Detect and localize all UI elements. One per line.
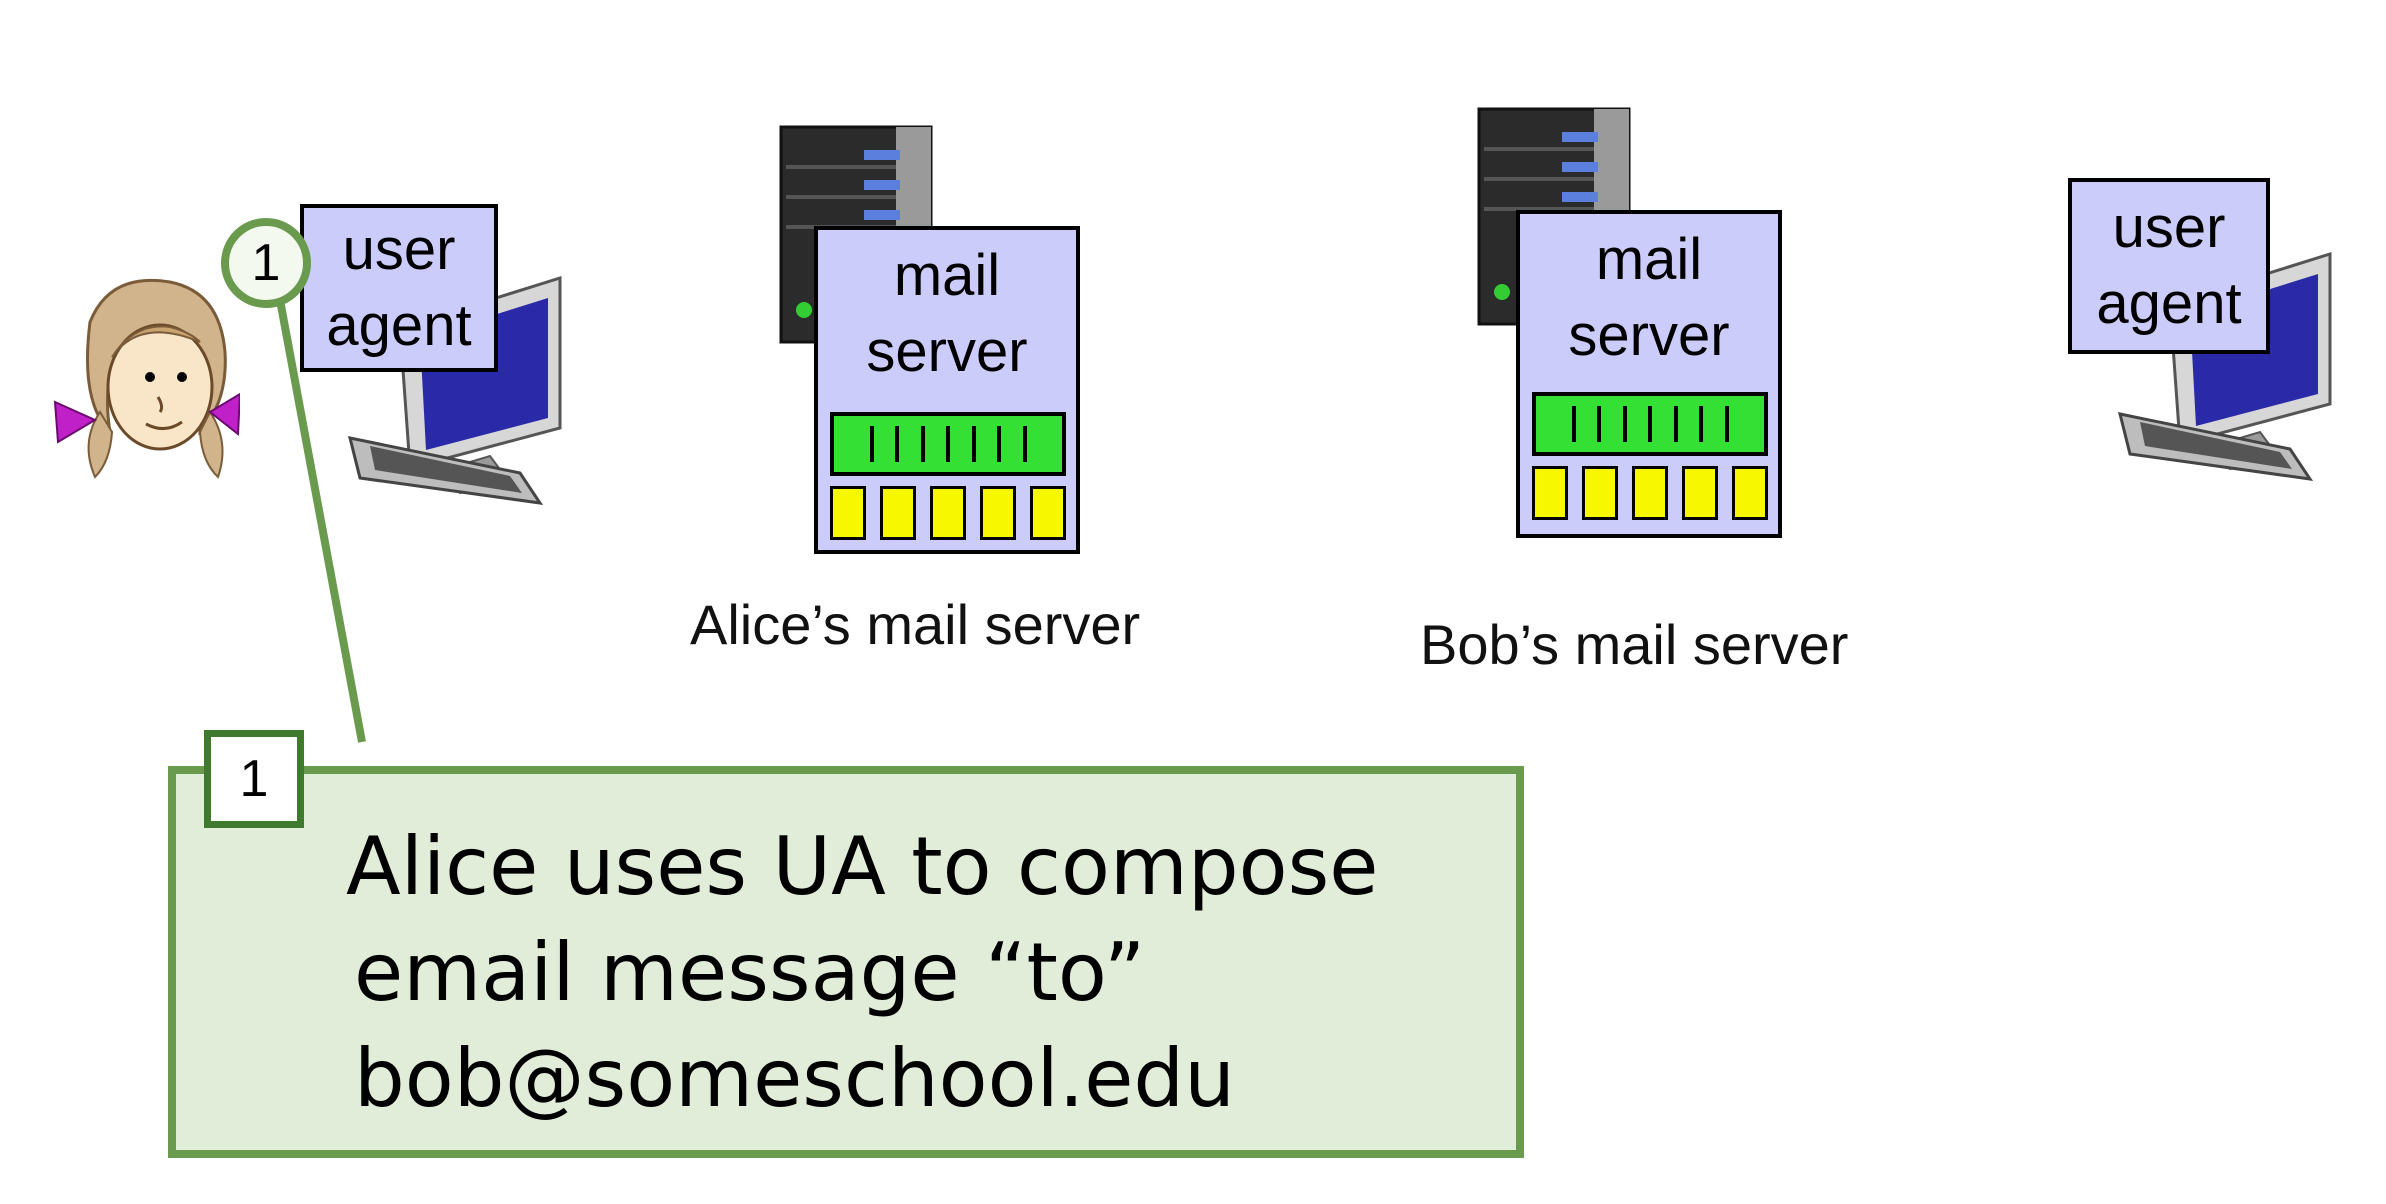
bob-mail-server: mail server [1516, 210, 1782, 538]
step-1-callout-number: 1 [204, 730, 304, 828]
alice-mail-server: mail server [814, 226, 1080, 554]
step-1-marker-number: 1 [251, 234, 281, 292]
right-user-agent-label: user agent [2068, 178, 2270, 354]
bob-mail-server-label: mail server [1520, 222, 1778, 374]
step-1-marker: 1 [221, 218, 311, 308]
alice-mailbox-slots [830, 486, 1066, 540]
alice-person-icon [53, 278, 240, 479]
step-1-callout-number-text: 1 [239, 750, 269, 808]
step-1-callout-text: Alice uses UA to compose email message “… [346, 814, 1378, 1132]
right-user-agent-line1: user [2112, 195, 2226, 260]
alice-outgoing-queue [830, 412, 1066, 476]
alice-mail-server-line1: mail [893, 243, 1001, 308]
callout-line1: Alice uses UA to compose [346, 820, 1379, 913]
alice-mail-server-line2: server [866, 319, 1028, 384]
step-1-callout: Alice uses UA to compose email message “… [168, 766, 1524, 1158]
right-user-agent-line2: agent [2096, 271, 2242, 336]
callout-line2: email message “to” [354, 926, 1146, 1019]
callout-line3: bob@someschool.edu [354, 1032, 1235, 1125]
bob-mail-server-line2: server [1568, 303, 1730, 368]
left-user-agent-line2: agent [326, 293, 472, 358]
alice-mail-server-caption: Alice’s mail server [690, 593, 1141, 656]
alice-mail-server-label: mail server [818, 238, 1076, 390]
bob-mail-server-line1: mail [1595, 227, 1703, 292]
left-user-agent-line1: user [342, 217, 456, 282]
bob-mail-server-caption: Bob’s mail server [1420, 613, 1849, 676]
bob-outgoing-queue [1532, 392, 1768, 456]
left-user-agent-label: user agent [300, 204, 498, 372]
bob-mailbox-slots [1532, 466, 1768, 520]
